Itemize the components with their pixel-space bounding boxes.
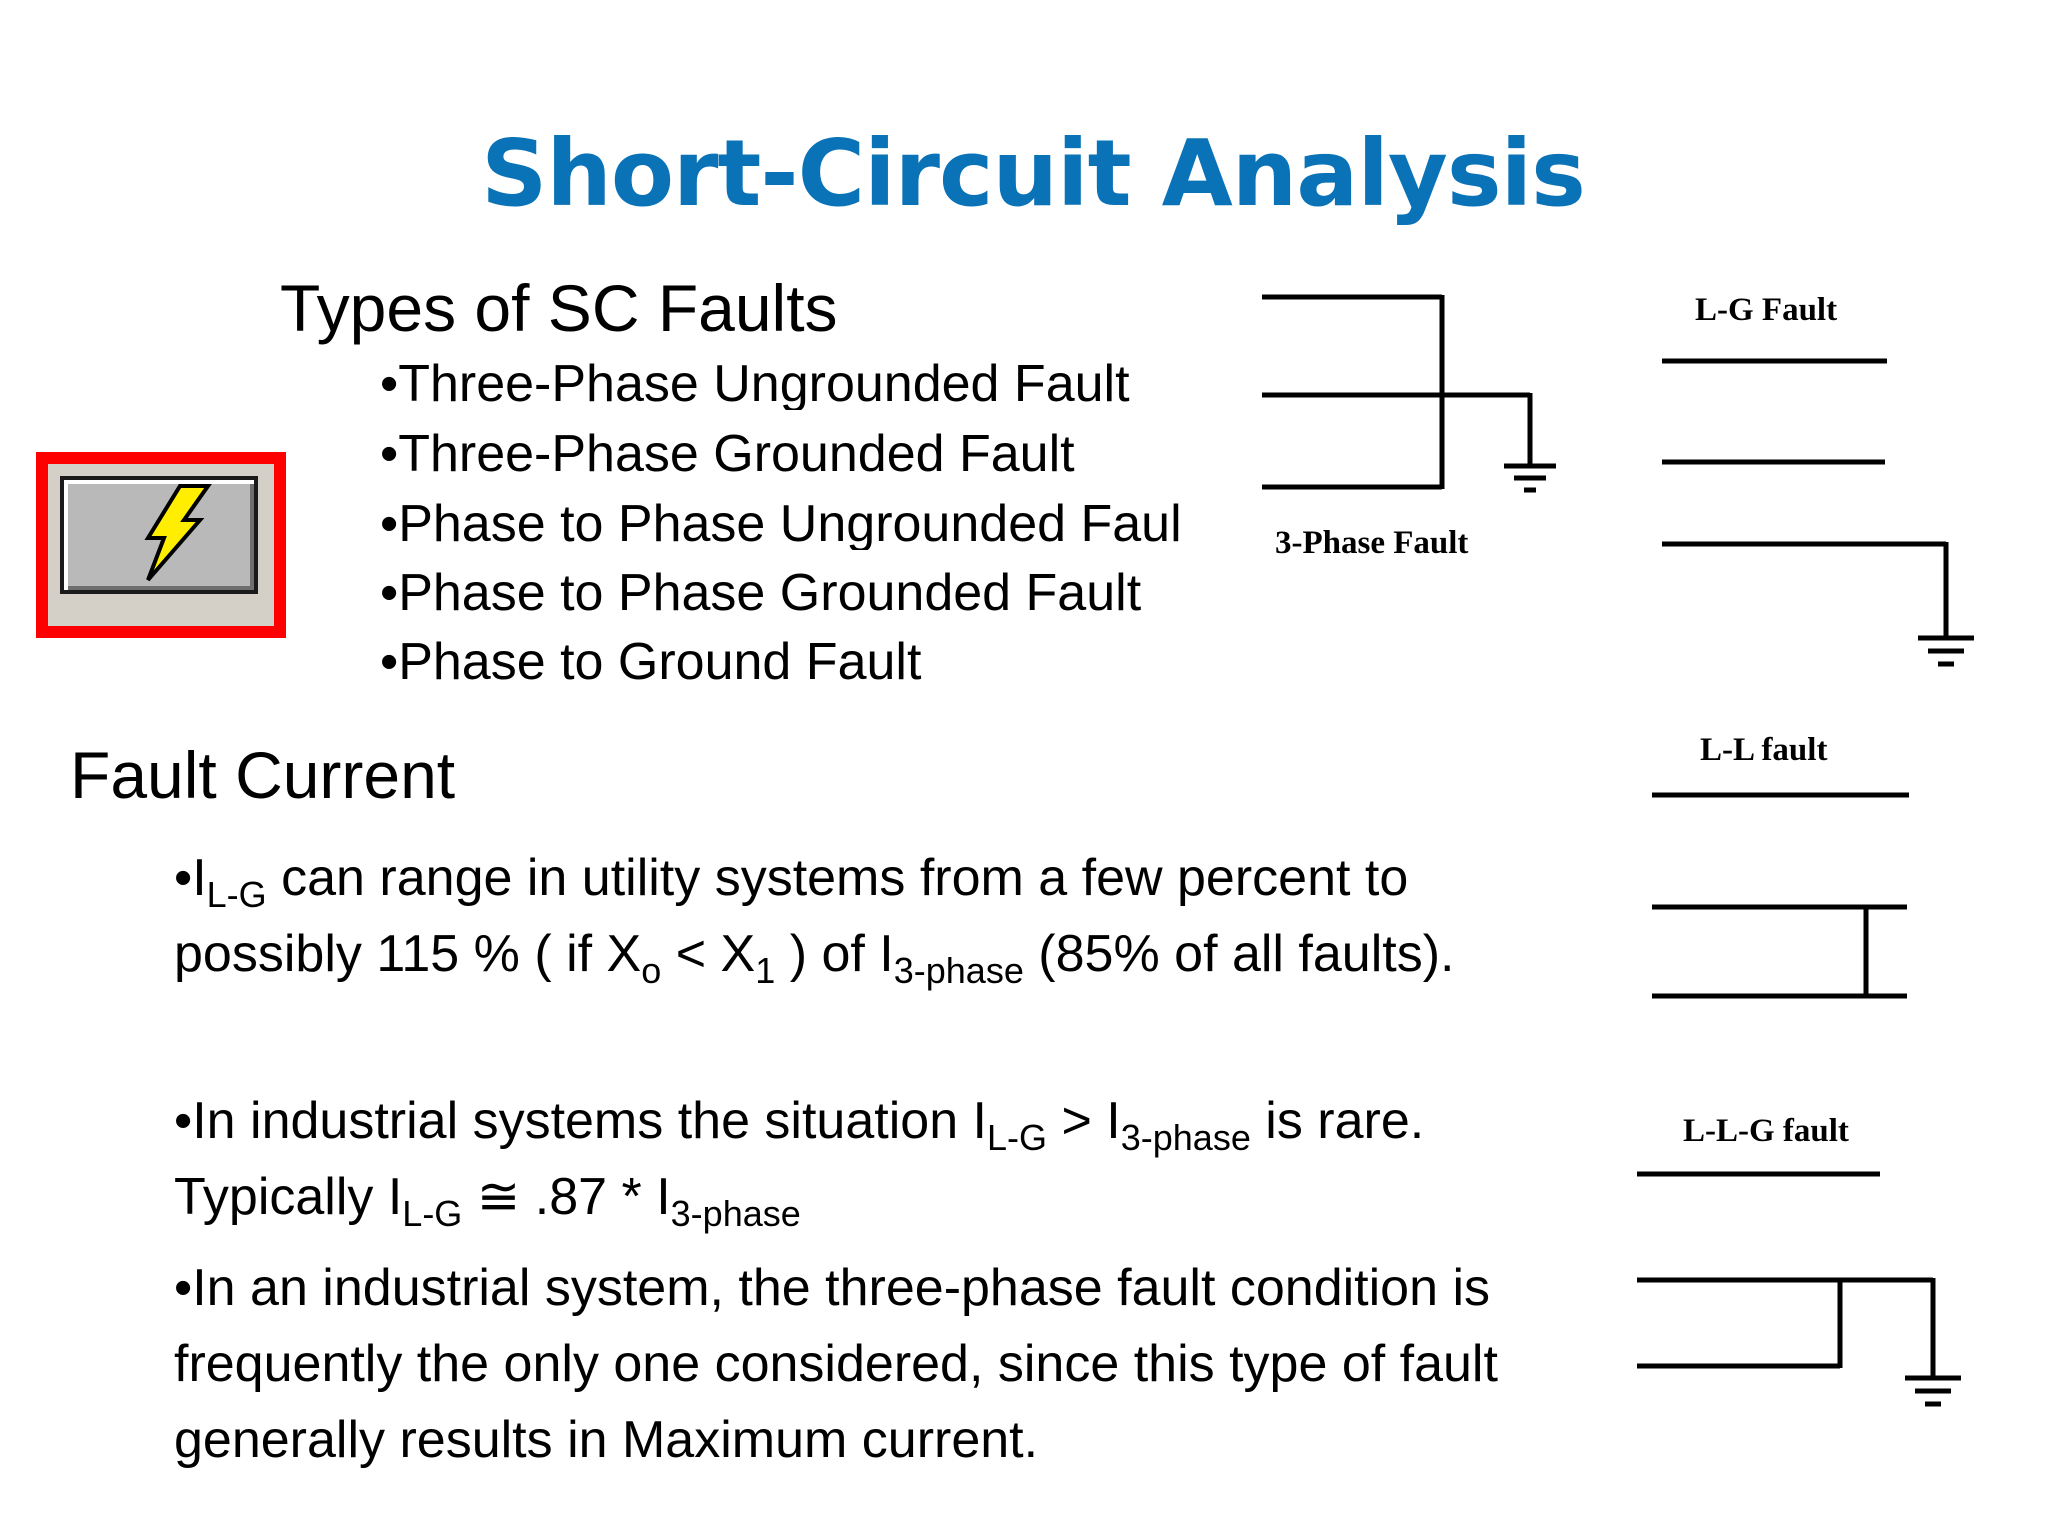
fault-type-item: •Three-Phase Ungrounded Fault xyxy=(380,358,1130,410)
llg-fault-diagram xyxy=(1637,1171,1961,1407)
fault-type-item: •Phase to Phase Grounded Fault xyxy=(380,567,1142,619)
three-phase-fault-diagram xyxy=(1262,294,1556,493)
types-heading: Types of SC Faults xyxy=(280,271,838,345)
fault-type-item: •Phase to Phase Ungrounded Fault xyxy=(380,498,1180,550)
fault-current-paragraph-3: •In an industrial system, the three-phas… xyxy=(174,1259,1498,1469)
ll-fault-diagram xyxy=(1652,792,1909,999)
fault-type-item: •Phase to Ground Fault xyxy=(380,636,922,688)
fault-current-paragraph-2: •In industrial systems the situation IL-… xyxy=(174,1092,1425,1234)
slide-title: Short-Circuit Analysis xyxy=(481,120,1586,227)
fault-current-paragraph-1: •IL-G can range in utility systems from … xyxy=(174,849,1455,991)
button-face xyxy=(60,476,258,594)
llg-fault-label: L-L-G fault xyxy=(1683,1113,1849,1149)
ll-fault-label: L-L fault xyxy=(1700,732,1828,768)
ground-symbol-icon xyxy=(1504,463,1556,493)
fault-analysis-button[interactable] xyxy=(36,452,286,638)
ground-symbol-icon xyxy=(1918,635,1974,667)
lightning-bolt-icon xyxy=(144,484,212,582)
fault-type-item: •Three-Phase Grounded Fault xyxy=(380,428,1075,480)
lg-fault-diagram xyxy=(1662,358,1974,667)
lg-fault-label: L-G Fault xyxy=(1695,292,1838,328)
ground-symbol-icon xyxy=(1905,1375,1961,1407)
fault-current-heading: Fault Current xyxy=(70,738,456,812)
three-phase-fault-label: 3-Phase Fault xyxy=(1275,525,1469,561)
